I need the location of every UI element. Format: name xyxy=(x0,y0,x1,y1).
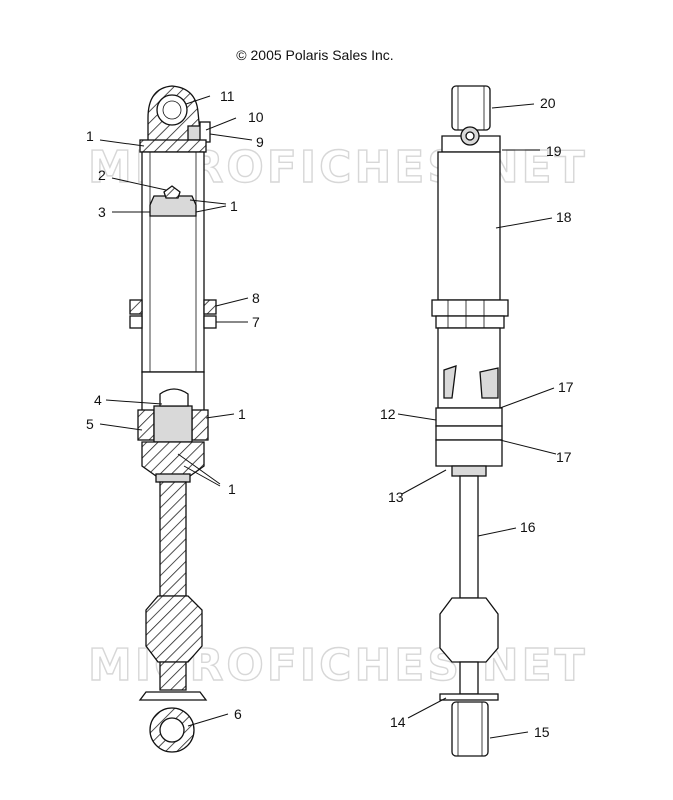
logo-left xyxy=(443,365,457,399)
callout-1-side: 1 xyxy=(238,406,246,422)
shock-body xyxy=(437,151,501,301)
shaft xyxy=(459,475,479,599)
seal-band xyxy=(435,425,503,441)
bearing-seal xyxy=(451,465,487,477)
callout-4: 4 xyxy=(94,392,102,408)
callout-20: 20 xyxy=(540,95,556,111)
shaft-lower xyxy=(159,661,187,691)
callout-7: 7 xyxy=(252,314,260,330)
shaft-upper xyxy=(159,481,187,597)
callout-1-top: 1 xyxy=(86,128,94,144)
top-eyelet-bore xyxy=(156,94,188,126)
piston-right xyxy=(191,409,209,441)
callout-8: 8 xyxy=(252,290,260,306)
bumper xyxy=(145,595,203,663)
adjuster-ring-lower xyxy=(435,315,505,329)
callout-12: 12 xyxy=(380,406,396,422)
top-eyelet-bearing xyxy=(162,100,182,120)
piston-left xyxy=(137,409,155,441)
leader-lines xyxy=(99,95,557,739)
adjuster-nut-right xyxy=(203,299,217,315)
reservoir-body xyxy=(141,151,205,373)
callout-13: 13 xyxy=(388,489,404,505)
callout-5: 5 xyxy=(86,416,94,432)
floating-piston xyxy=(149,195,197,217)
adjuster-ring-upper xyxy=(431,299,509,317)
callout-19: 19 xyxy=(546,143,562,159)
callout-16: 16 xyxy=(520,519,536,535)
callout-14: 14 xyxy=(390,714,406,730)
piston-nut xyxy=(159,388,189,407)
callout-1-piston: 1 xyxy=(230,198,238,214)
right-shock-assembled xyxy=(431,85,509,757)
bottom-cap xyxy=(141,441,205,477)
callout-18: 18 xyxy=(556,209,572,225)
callout-17-lower: 17 xyxy=(556,449,572,465)
seal-band-upper xyxy=(435,407,503,427)
callout-11: 11 xyxy=(220,88,235,104)
callout-9: 9 xyxy=(256,134,264,150)
seal-band-lower xyxy=(435,439,503,467)
logo-right xyxy=(479,367,499,399)
valve-cap xyxy=(199,121,211,143)
callout-2: 2 xyxy=(98,167,106,183)
callout-1-bottom: 1 xyxy=(228,481,236,497)
washer xyxy=(439,693,499,701)
bottom-eyelet-plate xyxy=(138,691,208,701)
piston-core xyxy=(153,405,193,443)
copyright-text: © 2005 Polaris Sales Inc. xyxy=(236,47,394,63)
adjuster-nut-left xyxy=(129,299,143,315)
callout-3: 3 xyxy=(98,204,106,220)
callouts: 11 10 9 1 2 3 1 8 7 4 5 1 1 6 20 19 18 1… xyxy=(86,88,574,740)
bottom-eyelet-bore xyxy=(159,717,185,743)
callout-15: 15 xyxy=(534,724,550,740)
bumper xyxy=(439,597,499,663)
callout-10: 10 xyxy=(248,109,264,125)
top-cap xyxy=(139,139,207,153)
callout-6: 6 xyxy=(234,706,242,722)
bottom-clevis xyxy=(451,701,489,757)
callout-17-upper: 17 xyxy=(558,379,574,395)
left-shock-cutaway xyxy=(129,85,217,753)
piston-plug xyxy=(163,185,181,199)
